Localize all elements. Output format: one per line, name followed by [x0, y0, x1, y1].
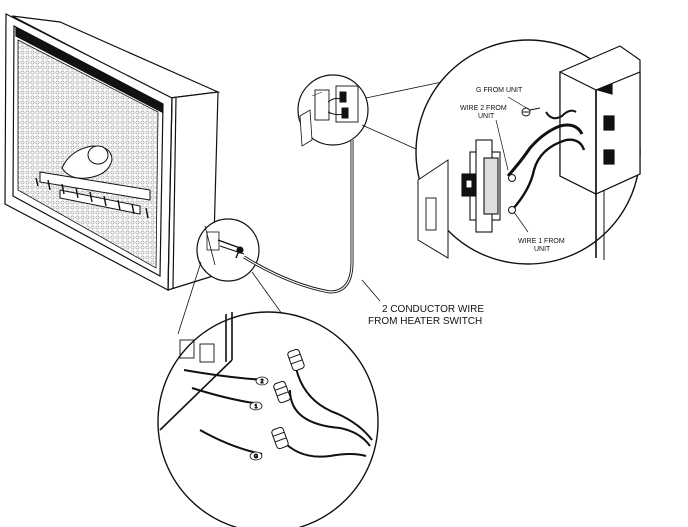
wire-tag-1: 1: [255, 404, 258, 410]
fireplace-top-band: [15, 27, 163, 113]
label-conductor-line2: FROM HEATER SWITCH: [368, 316, 482, 327]
wire-nut-g: [271, 426, 289, 450]
wall-switch: [461, 139, 501, 233]
splice-detail-large: 2 1 G: [157, 311, 379, 527]
label-wire1-line2: UNIT: [534, 246, 551, 253]
switch-wires: [506, 109, 586, 211]
wire-nut-2: [287, 348, 305, 372]
wall-opening: [425, 197, 437, 231]
fireplace-grate: [35, 177, 149, 219]
wire-nut-1: [273, 380, 291, 404]
wire-tag-g: G: [254, 454, 258, 460]
label-wire1-line1: WIRE 1 FROM: [518, 238, 565, 245]
fireplace-unit: [4, 13, 221, 291]
label-wire2-line2: UNIT: [478, 113, 495, 120]
label-conductor-line1: 2 CONDUCTOR WIRE: [382, 304, 484, 315]
switch-detail-small: [297, 74, 369, 147]
junction-detail-small: [196, 218, 260, 282]
unit-corner: [159, 312, 233, 431]
wire-nuts: [271, 348, 305, 450]
label-g-from-unit: G FROM UNIT: [476, 87, 523, 94]
two-conductor-cable: [243, 140, 354, 294]
wire-tag-shapes: [249, 376, 269, 461]
label-leaders: [495, 96, 531, 233]
switch-detail-large: [415, 39, 641, 265]
wire-tag-2: 2: [261, 379, 264, 385]
label-wire2-line1: WIRE 2 FROM: [460, 105, 507, 112]
